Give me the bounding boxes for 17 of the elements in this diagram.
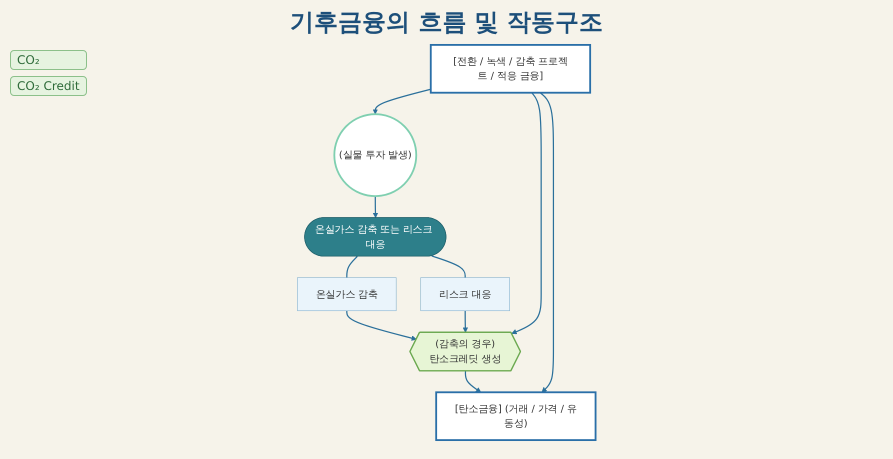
node-box: [전환 / 녹색 / 감축 프로젝트 / 적응 금융]: [430, 44, 592, 94]
arrow: [511, 92, 542, 334]
arrow: [464, 371, 482, 393]
arrow: [346, 310, 417, 341]
connector: [346, 256, 358, 278]
node-circle: (실물 투자 발생): [333, 113, 418, 198]
diagram-title: 기후금융의 흐름 및 작동구조: [288, 7, 604, 38]
icon-label: CO₂: [10, 50, 87, 70]
arrow: [372, 196, 378, 218]
node-box: 리스크 대응: [420, 277, 510, 312]
arrow: [540, 92, 554, 393]
arrow: [462, 310, 468, 333]
node-box: [탄소금융] (거래 / 가격 / 유동성): [435, 391, 596, 442]
arrow: [372, 88, 431, 114]
icon-label: CO₂ Credit: [10, 76, 87, 96]
node-box: 온실가스 감축: [297, 277, 396, 312]
connector: [431, 255, 466, 278]
